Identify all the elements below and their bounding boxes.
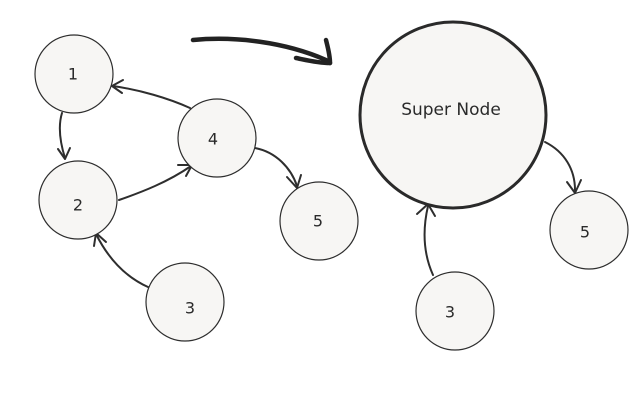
node-label: 3 <box>185 299 195 318</box>
node-label: 5 <box>580 223 590 242</box>
edge-3-to-2 <box>93 232 149 288</box>
edge-1-to-2 <box>57 112 71 160</box>
node-5-after: 5 <box>549 190 629 270</box>
edge-4-to-1 <box>111 79 191 109</box>
edge-3-to-super-node <box>416 203 436 276</box>
node-label: 2 <box>73 196 83 215</box>
node-5: 5 <box>279 181 359 261</box>
edge-2-to-4 <box>118 164 193 201</box>
node-label: 5 <box>313 212 323 231</box>
edge-4-to-5 <box>254 147 302 189</box>
node-2: 2 <box>38 160 118 240</box>
transform-arrow <box>190 36 333 66</box>
node-1: 1 <box>34 34 114 114</box>
node-3: 3 <box>145 262 225 342</box>
edge-super-node-to-5 <box>544 141 582 194</box>
node-label: 4 <box>208 130 218 149</box>
super-node: Super Node <box>358 20 548 210</box>
super-node-label: Super Node <box>401 100 501 120</box>
node-3-after: 3 <box>415 271 495 351</box>
node-label: 3 <box>445 303 455 322</box>
node-4: 4 <box>177 98 257 178</box>
node-label: 1 <box>68 65 78 84</box>
